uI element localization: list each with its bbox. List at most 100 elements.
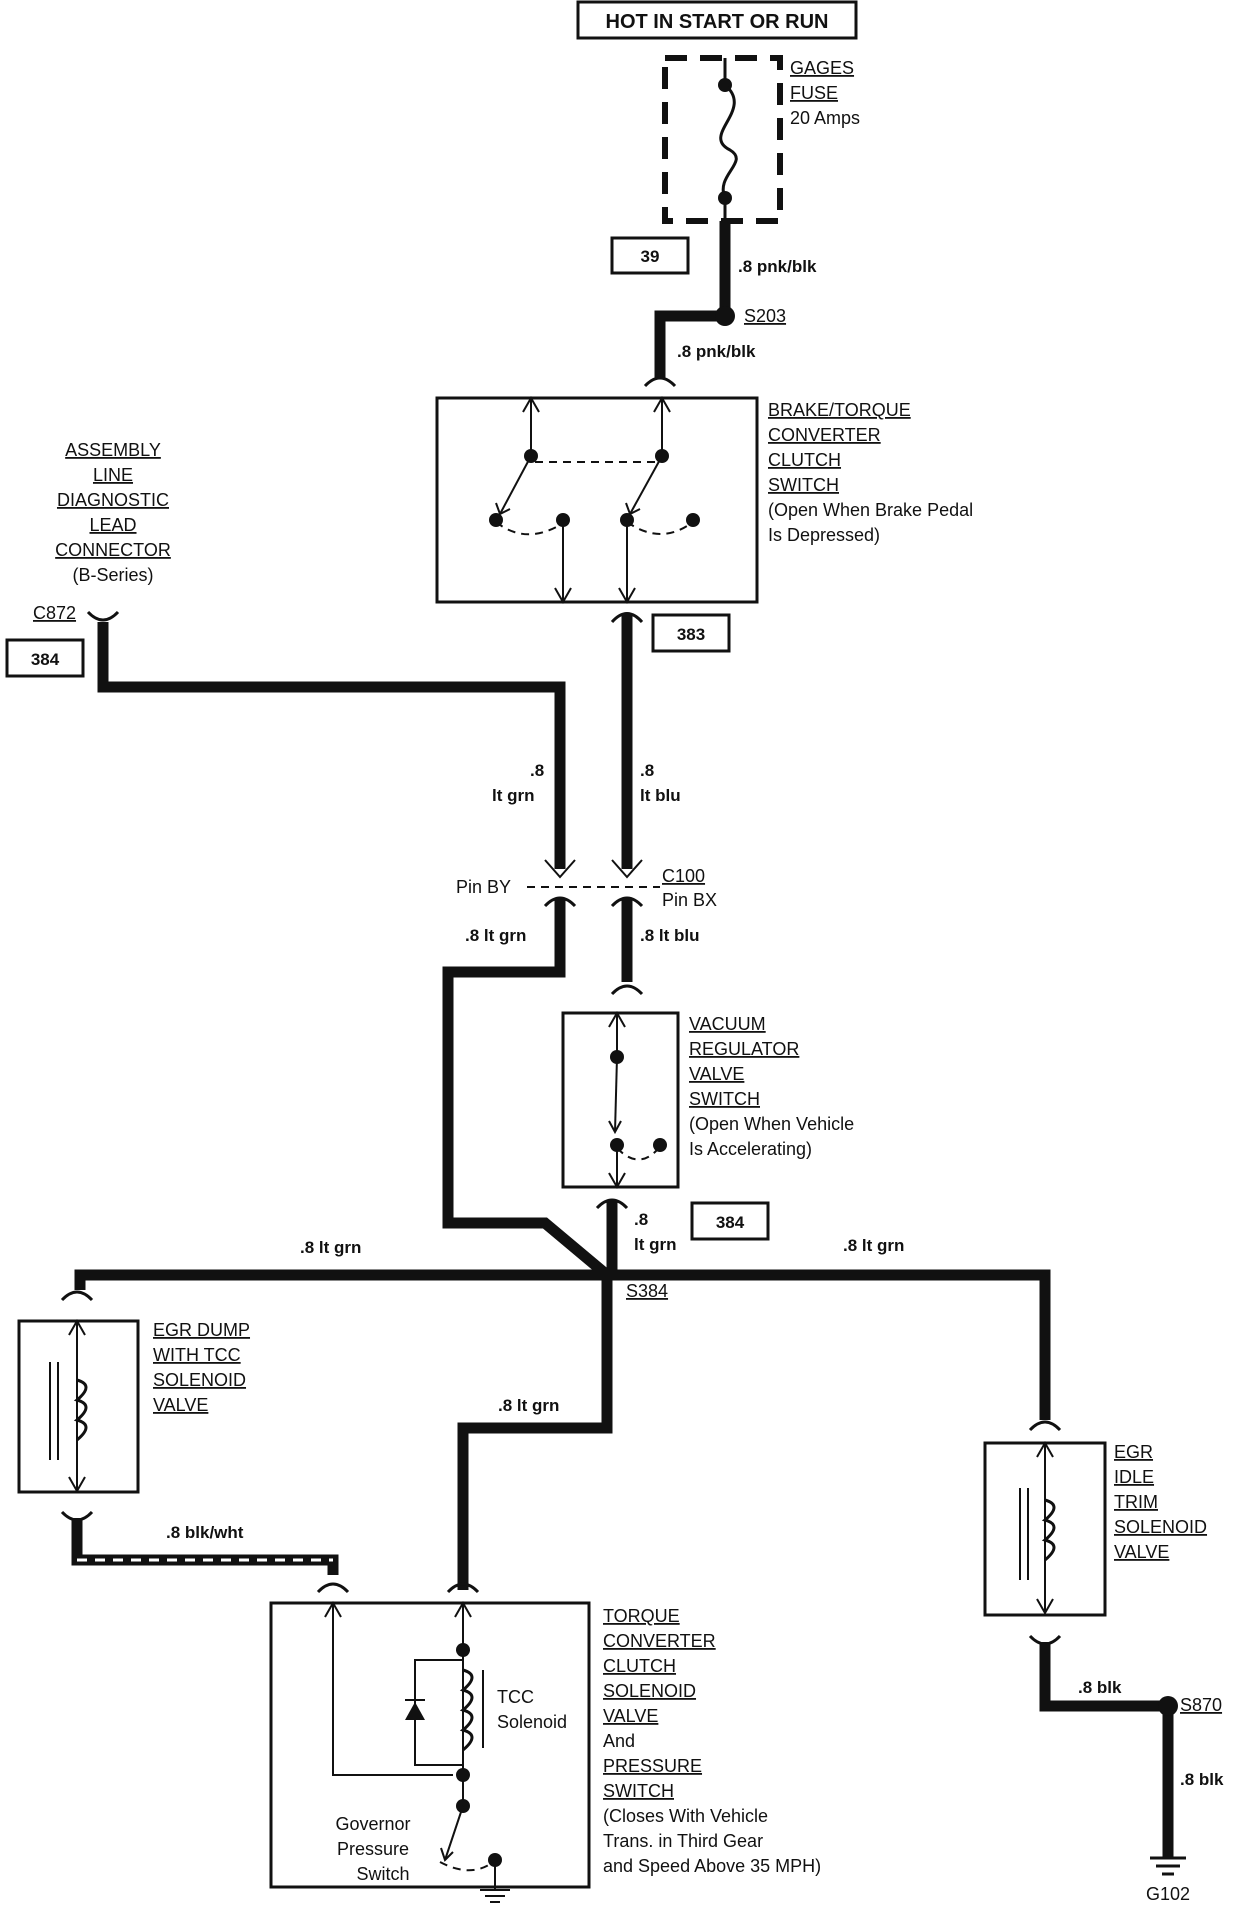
svg-text:.8: .8	[634, 1210, 648, 1229]
svg-text:.8: .8	[640, 761, 654, 780]
svg-text:SWITCH: SWITCH	[689, 1089, 760, 1109]
svg-text:20 Amps: 20 Amps	[790, 108, 860, 128]
aldl-connector: ASSEMBLY LINE DIAGNOSTIC LEAD CONNECTOR …	[33, 440, 171, 623]
svg-text:BRAKE/TORQUE: BRAKE/TORQUE	[768, 400, 911, 420]
brake-switch-label: BRAKE/TORQUE CONVERTER CLUTCH SWITCH (Op…	[768, 400, 973, 545]
svg-text:Pressure: Pressure	[337, 1839, 409, 1859]
wire-lt-grn-c100	[442, 898, 611, 1280]
svg-text:lt grn: lt grn	[634, 1235, 677, 1254]
svg-text:lt grn: lt grn	[492, 786, 535, 805]
svg-text:S384: S384	[626, 1281, 668, 1301]
svg-text:(Open When Vehicle: (Open When Vehicle	[689, 1114, 854, 1134]
svg-text:CONVERTER: CONVERTER	[768, 425, 881, 445]
svg-text:REGULATOR: REGULATOR	[689, 1039, 799, 1059]
svg-text:EGR: EGR	[1114, 1442, 1153, 1462]
circuit-384-right: 384	[690, 1201, 770, 1241]
svg-text:384: 384	[716, 1213, 745, 1232]
svg-text:EGR DUMP: EGR DUMP	[153, 1320, 250, 1340]
svg-text:TRIM: TRIM	[1114, 1492, 1158, 1512]
svg-text:VALVE: VALVE	[1114, 1542, 1169, 1562]
svg-text:GAGES: GAGES	[790, 58, 854, 78]
svg-text:ASSEMBLY: ASSEMBLY	[65, 440, 161, 460]
circuit-384-left: 384	[5, 638, 85, 678]
svg-text:.8 blk: .8 blk	[1180, 1770, 1224, 1789]
svg-text:.8 blk/wht: .8 blk/wht	[166, 1523, 244, 1542]
tcc-solenoid-valve-pressure-switch: TCC Solenoid Governor Pressure Switch TO…	[269, 1582, 821, 1903]
circuit-39: 39	[610, 236, 690, 275]
svg-text:(Open When Brake Pedal: (Open When Brake Pedal	[768, 500, 973, 520]
svg-text:and Speed Above 35 MPH): and Speed Above 35 MPH)	[603, 1856, 821, 1876]
wire-lt-grn-aldl	[97, 622, 566, 869]
egr-dump-solenoid-valve: EGR DUMP WITH TCC SOLENOID VALVE	[17, 1290, 250, 1494]
svg-text:Trans. in Third Gear: Trans. in Third Gear	[603, 1831, 763, 1851]
svg-text:39: 39	[641, 247, 660, 266]
svg-text:TORQUE: TORQUE	[603, 1606, 680, 1626]
svg-text:VALVE: VALVE	[603, 1706, 658, 1726]
vacuum-switch-label: VACUUM REGULATOR VALVE SWITCH (Open When…	[689, 1014, 854, 1159]
svg-text:CLUTCH: CLUTCH	[603, 1656, 676, 1676]
svg-text:VACUUM: VACUUM	[689, 1014, 766, 1034]
ground-g102: G102	[1146, 1856, 1190, 1904]
connector-c100: Pin BY C100 Pin BX	[456, 866, 717, 910]
svg-text:LEAD: LEAD	[89, 515, 136, 535]
svg-text:SOLENOID: SOLENOID	[603, 1681, 696, 1701]
svg-text:.8: .8	[530, 761, 544, 780]
svg-text:SWITCH: SWITCH	[603, 1781, 674, 1801]
svg-text:VALVE: VALVE	[689, 1064, 744, 1084]
svg-text:.8 lt grn: .8 lt grn	[300, 1238, 361, 1257]
svg-text:SOLENOID: SOLENOID	[1114, 1517, 1207, 1537]
svg-text:Is Depressed): Is Depressed)	[768, 525, 880, 545]
egr-idle-label: EGR IDLE TRIM SOLENOID VALVE	[1114, 1442, 1207, 1562]
wire-pnk-blk-2	[654, 310, 725, 378]
svg-text:LINE: LINE	[93, 465, 133, 485]
svg-text:Solenoid: Solenoid	[497, 1712, 567, 1732]
svg-text:WITH TCC: WITH TCC	[153, 1345, 241, 1365]
svg-text:Pin BY: Pin BY	[456, 877, 511, 897]
svg-text:CONNECTOR: CONNECTOR	[55, 540, 171, 560]
svg-text:SOLENOID: SOLENOID	[153, 1370, 246, 1390]
svg-text:CONVERTER: CONVERTER	[603, 1631, 716, 1651]
wire-lt-grn-down	[457, 1275, 613, 1590]
svg-text:.8 lt grn: .8 lt grn	[465, 926, 526, 945]
svg-text:.8 blk: .8 blk	[1078, 1678, 1122, 1697]
svg-text:(B-Series): (B-Series)	[72, 565, 153, 585]
splice-s870	[1158, 1696, 1178, 1716]
svg-text:DIAGNOSTIC: DIAGNOSTIC	[57, 490, 169, 510]
svg-text:C872: C872	[33, 603, 76, 623]
egr-idle-trim-solenoid-valve: EGR IDLE TRIM SOLENOID VALVE	[983, 1420, 1207, 1617]
svg-text:383: 383	[677, 625, 705, 644]
gages-fuse: GAGES FUSE 20 Amps	[662, 55, 860, 224]
svg-text:Pin BX: Pin BX	[662, 890, 717, 910]
svg-text:Is Accelerating): Is Accelerating)	[689, 1139, 812, 1159]
svg-text:S870: S870	[1180, 1695, 1222, 1715]
svg-text:S203: S203	[744, 306, 786, 326]
svg-text:lt blu: lt blu	[640, 786, 681, 805]
svg-text:.8 lt blu: .8 lt blu	[640, 926, 700, 945]
svg-text:.8 lt grn: .8 lt grn	[498, 1396, 559, 1415]
header: HOT IN START OR RUN	[576, 0, 858, 40]
svg-text:384: 384	[31, 650, 60, 669]
svg-text:G102: G102	[1146, 1884, 1190, 1904]
svg-text:TCC: TCC	[497, 1687, 534, 1707]
header-title: HOT IN START OR RUN	[606, 11, 829, 33]
svg-text:(Closes With Vehicle: (Closes With Vehicle	[603, 1806, 768, 1826]
svg-text:SWITCH: SWITCH	[768, 475, 839, 495]
svg-text:VALVE: VALVE	[153, 1395, 208, 1415]
svg-text:.8 lt grn: .8 lt grn	[843, 1236, 904, 1255]
egr-dump-label: EGR DUMP WITH TCC SOLENOID VALVE	[153, 1320, 250, 1415]
svg-text:And: And	[603, 1731, 635, 1751]
svg-text:.8 pnk/blk: .8 pnk/blk	[738, 257, 817, 276]
wire-lt-grn-right	[607, 1269, 1051, 1420]
circuit-383: 383	[651, 613, 731, 653]
svg-text:C100: C100	[662, 866, 705, 886]
wire-blk	[1039, 1642, 1174, 1858]
svg-text:FUSE: FUSE	[790, 83, 838, 103]
svg-text:Switch: Switch	[356, 1864, 409, 1884]
tcc-valve-label: TORQUE CONVERTER CLUTCH SOLENOID VALVE A…	[603, 1606, 821, 1876]
fuse-label: GAGES FUSE 20 Amps	[790, 58, 860, 128]
svg-text:IDLE: IDLE	[1114, 1467, 1154, 1487]
vacuum-regulator-switch: VACUUM REGULATOR VALVE SWITCH (Open When…	[561, 1010, 854, 1190]
brake-tcc-switch: BRAKE/TORQUE CONVERTER CLUTCH SWITCH (Op…	[435, 395, 973, 605]
svg-text:CLUTCH: CLUTCH	[768, 450, 841, 470]
